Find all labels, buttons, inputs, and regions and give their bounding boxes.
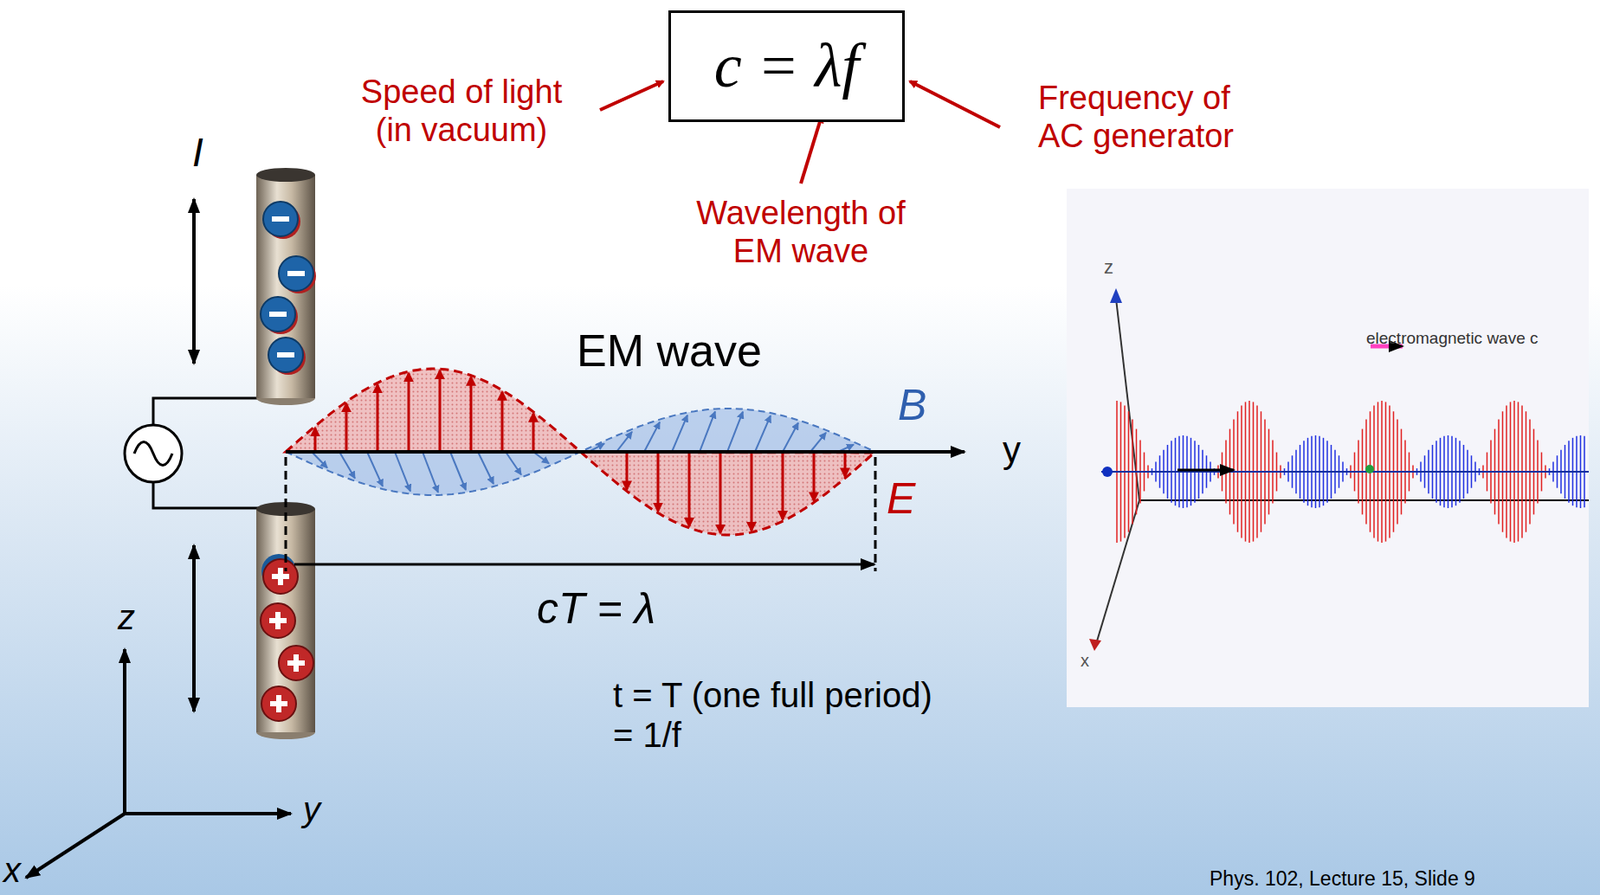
equation-box: c = λf (668, 10, 905, 123)
b-field-vector (367, 451, 383, 487)
rod-bottom (256, 398, 316, 406)
negative-charge (268, 337, 304, 373)
b-field-vector (450, 451, 466, 491)
x-axis (25, 813, 125, 878)
rod-bottom (256, 732, 316, 740)
plus-sign (276, 695, 282, 713)
e-field-vector (750, 451, 754, 531)
b-field-vector (533, 451, 549, 465)
axis-label: z (117, 597, 136, 638)
rod-top (256, 167, 316, 182)
current-label: I (192, 129, 204, 176)
slide-footer: Phys. 102, Lecture 15, Slide 9 (1209, 867, 1476, 891)
minus-sign (287, 270, 305, 277)
e-field-vector (781, 451, 785, 520)
leader-arrow (600, 81, 664, 110)
panel-axis (1139, 499, 1589, 502)
e-field-vector (844, 451, 847, 477)
b-field-vector (477, 451, 494, 484)
minus-sign (271, 216, 290, 222)
b-field-vector (394, 451, 411, 492)
e-field-vector (376, 384, 380, 452)
b-field-vector (699, 411, 716, 452)
negative-charge (263, 201, 298, 237)
positive-charge (263, 559, 298, 594)
e-field-vector (625, 451, 629, 490)
axis-tip (1089, 638, 1102, 652)
callout-label: Speed of light (in vacuum) (340, 73, 583, 149)
wire (153, 482, 260, 509)
leader-arrow (800, 116, 822, 184)
e-field-vector (438, 370, 442, 452)
panel-vector (1177, 469, 1234, 472)
equation: c = λf (714, 30, 860, 103)
axis-label: x (3, 850, 21, 891)
b-field-vector (616, 432, 633, 452)
plus-sign (275, 612, 281, 630)
panel-dot (1102, 466, 1113, 478)
note: t = T (one full period) = 1/f (612, 675, 947, 755)
e-field-vector (407, 373, 411, 452)
e-field-vector (657, 451, 660, 512)
dimension-line (874, 457, 878, 572)
e-field-vector (345, 403, 349, 452)
e-field-vector (470, 377, 473, 452)
b-field-vector (782, 422, 799, 452)
b-field-vector (810, 432, 826, 452)
oscillation-arrow (192, 545, 196, 712)
axis-tip (1109, 288, 1123, 304)
antenna-rod (256, 174, 316, 399)
positive-charge (278, 645, 314, 681)
b-field-vector (644, 422, 660, 452)
e-field-vector (812, 451, 816, 501)
b-field-vector (339, 451, 355, 479)
oscillation-arrow (192, 199, 196, 364)
dimension-line (284, 457, 288, 572)
wire (153, 398, 260, 426)
dimension-arrow (294, 563, 875, 567)
negative-charge (260, 296, 296, 332)
b-field-vector (311, 451, 328, 468)
leader-arrow (909, 81, 1000, 128)
axis-label: z (1103, 256, 1114, 278)
plus-sign (293, 654, 299, 672)
e-field-vector (719, 451, 723, 534)
axis-label: y (1002, 429, 1021, 471)
axis-label: x (1080, 651, 1090, 671)
ac-symbol (134, 442, 173, 466)
positive-charge (260, 603, 296, 639)
minus-sign (269, 311, 287, 317)
b-field-vector (671, 415, 688, 452)
e-field-vector (501, 392, 504, 452)
dimension-label: cT = λ (536, 584, 656, 635)
minus-sign (277, 352, 295, 358)
ac-source (124, 425, 182, 483)
b-field-vector (727, 412, 743, 452)
negative-charge (278, 256, 314, 291)
callout-label: Frequency of AC generator (1038, 79, 1272, 155)
z-axis (122, 649, 127, 816)
wave-label: EM wave (576, 325, 762, 378)
b-field-vector (754, 415, 771, 452)
propagation-axis (285, 450, 965, 454)
b-field-vector (422, 451, 439, 493)
y-axis (122, 812, 291, 816)
e-field-vector (532, 413, 536, 452)
simulation-panel (1066, 188, 1589, 708)
callout-label: Wavelength of EM wave (670, 194, 931, 271)
e-field-vector (688, 451, 691, 527)
panel-wave-axis (1101, 470, 1589, 473)
plus-sign (277, 567, 284, 586)
field-label: B (897, 380, 927, 432)
panel-dot (1365, 464, 1375, 474)
axis-label: y (303, 789, 321, 830)
positive-charge (261, 686, 297, 722)
b-field-vector (505, 451, 522, 476)
panel-caption: electromagnetic wave c (1366, 329, 1539, 349)
e-field-vector (314, 427, 317, 452)
field-label: E (886, 474, 916, 525)
